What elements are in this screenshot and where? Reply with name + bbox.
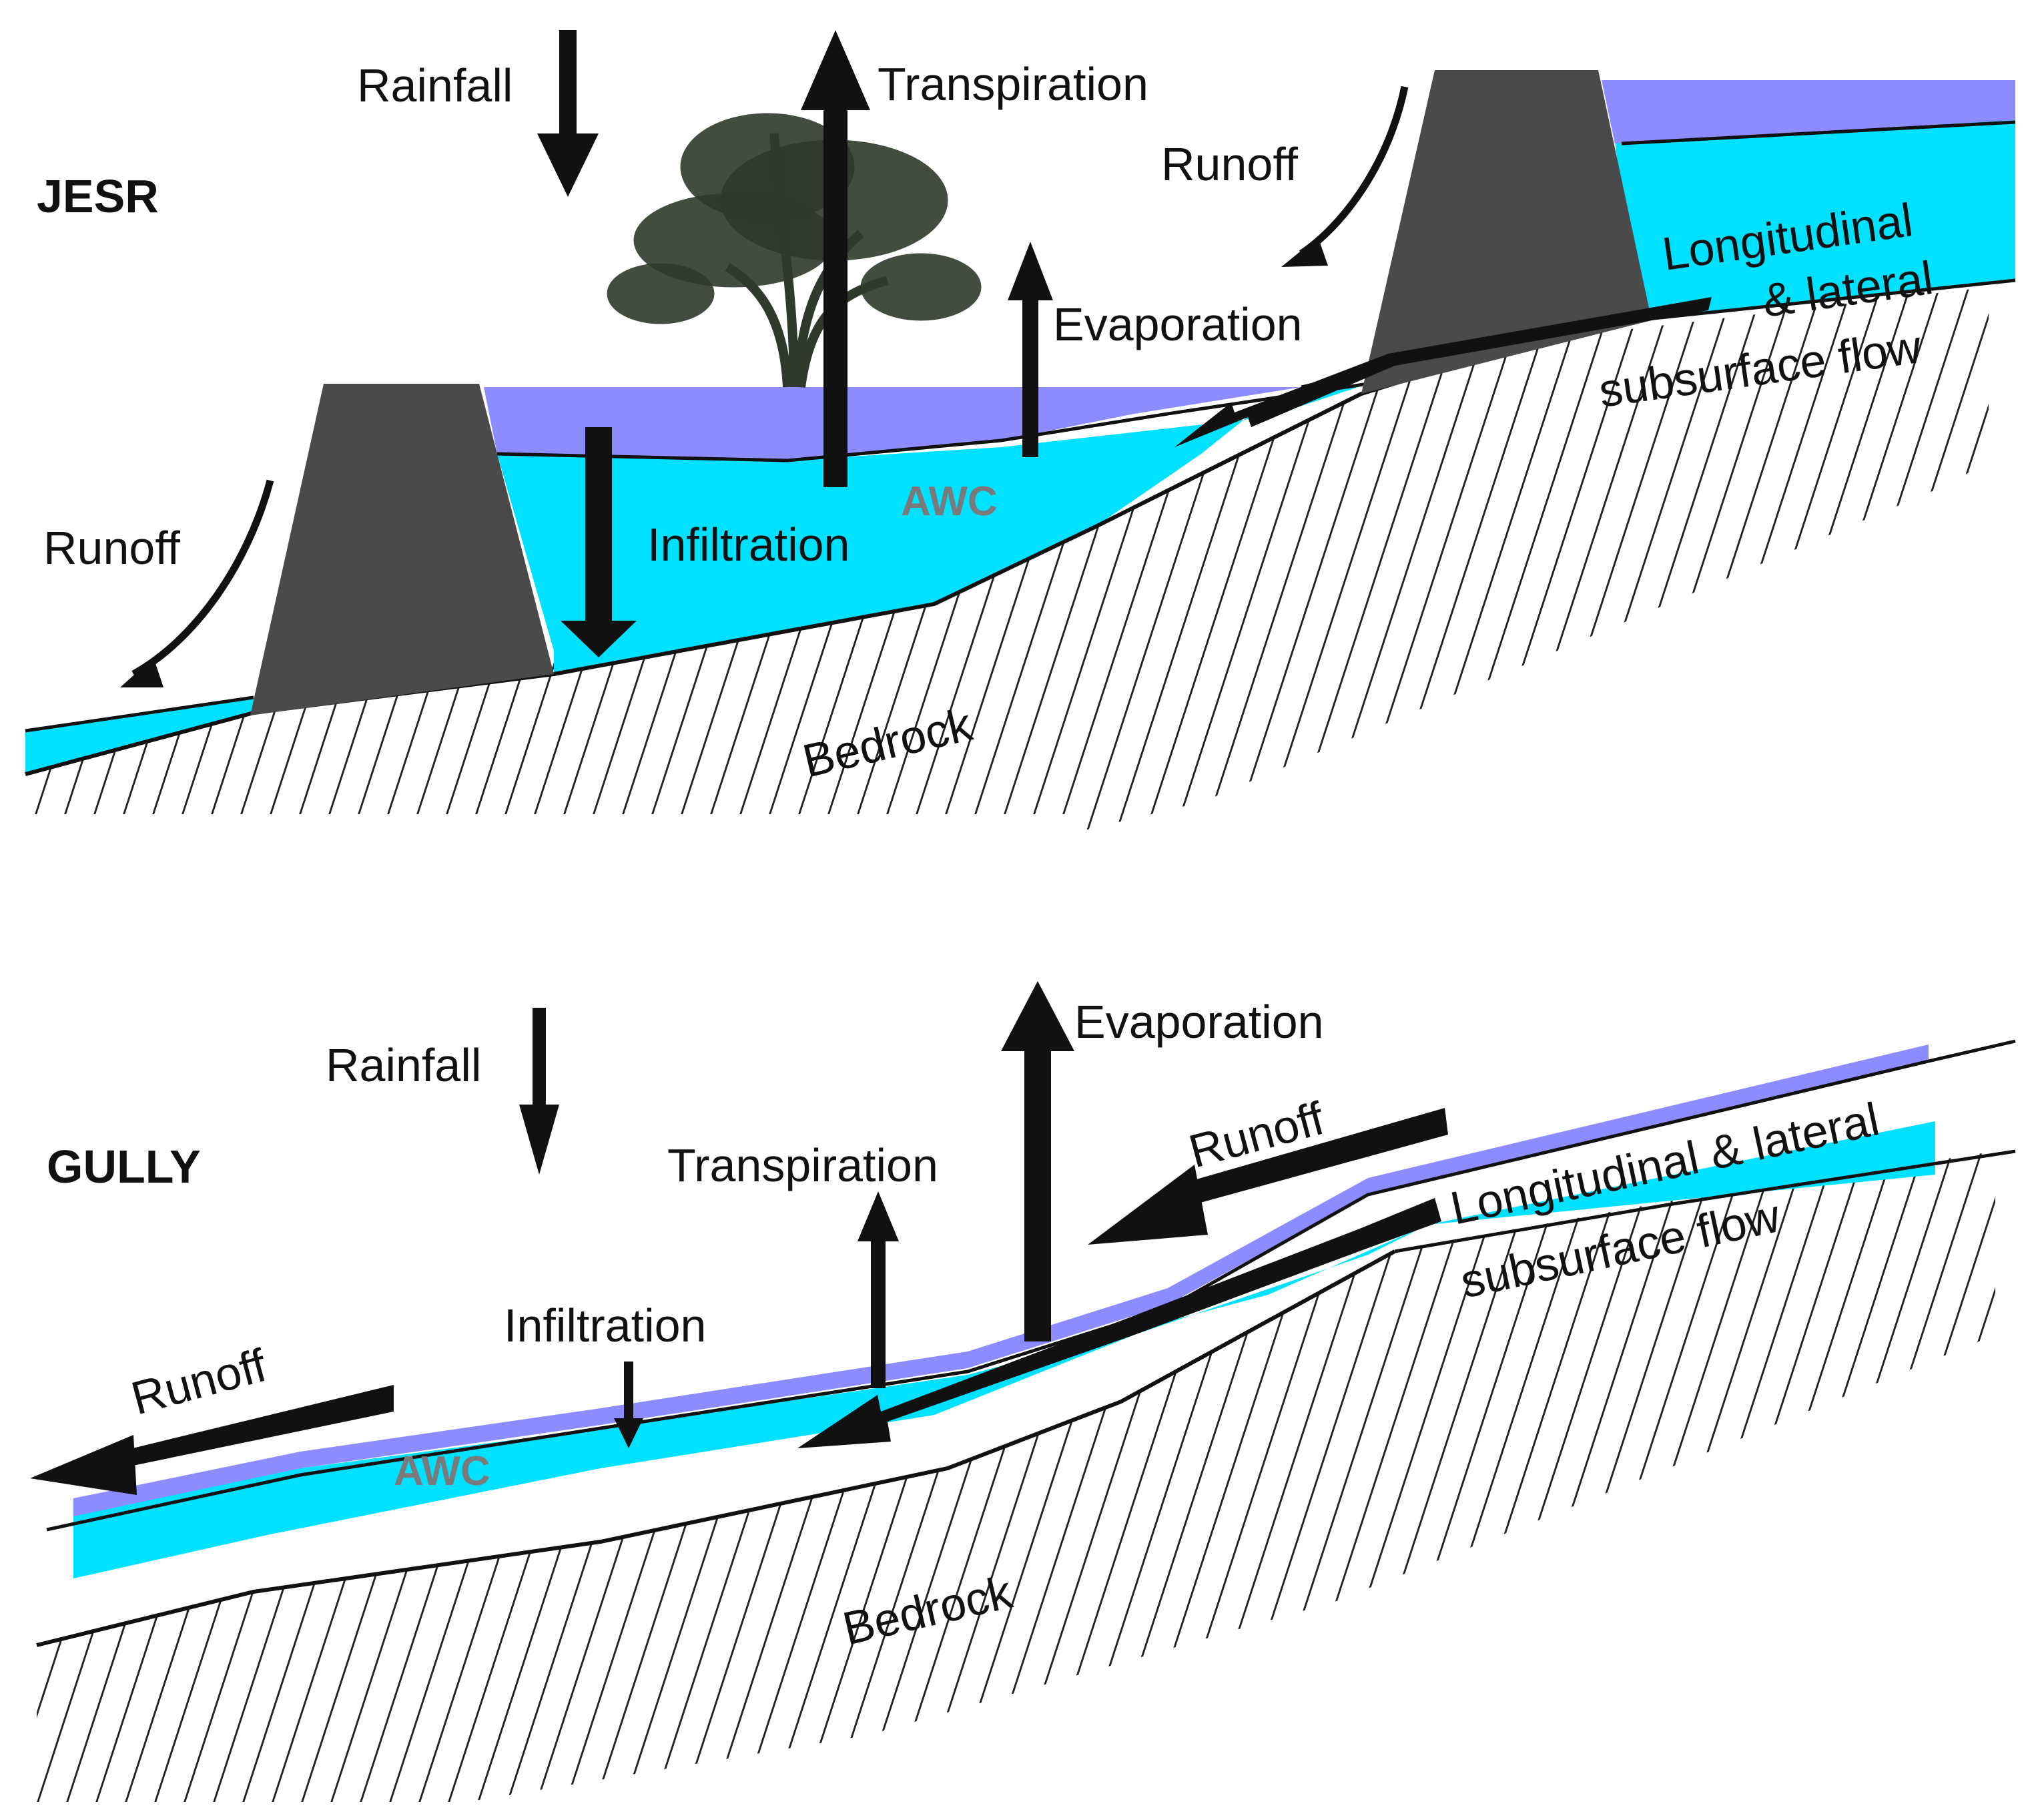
jesr-evaporation-label: Evaporation — [1053, 298, 1303, 350]
gully-soil-surface-line — [46, 1039, 2016, 1532]
jesr-basin-surface-water — [484, 387, 1301, 461]
gully-surface-water — [73, 1044, 1929, 1516]
jesr-subsurface-flow-arrow — [1174, 297, 1712, 447]
gully-runoff-right-arrow — [1088, 1108, 1448, 1245]
jesr-left-dam — [250, 384, 554, 715]
jesr-bedrock-hatch — [25, 287, 1989, 914]
jesr-upper-surface-water — [1602, 80, 2015, 143]
jesr-transpiration-arrow — [801, 30, 870, 487]
jesr-soil-surface-line — [25, 120, 2016, 733]
gully-panel-title: GULLY — [47, 1141, 201, 1193]
gully-transpiration-arrow — [858, 1191, 899, 1388]
jesr-upper-soil-water — [1615, 120, 2015, 320]
jesr-panel: JESR Rainfall Transpiration Evaporation … — [0, 30, 2016, 948]
gully-subsurface-flow-arrow — [797, 1198, 1441, 1448]
gully-bedrock-hatch — [37, 1151, 1995, 1802]
gully-bedrock-line — [36, 1249, 1396, 1647]
jesr-runoff-left-arrow — [131, 479, 274, 677]
jesr-awc-label: AWC — [901, 479, 998, 525]
jesr-rainfall-arrow — [537, 30, 599, 197]
jesr-rainfall-label: Rainfall — [357, 59, 513, 111]
gully-panel: GULLY Rainfall Evaporation Transpiration… — [30, 981, 2044, 1808]
gully-infiltration-label: Infiltration — [504, 1299, 706, 1351]
jesr-infiltration-arrow — [561, 427, 637, 657]
jesr-infiltration-label: Infiltration — [647, 519, 849, 571]
gully-evaporation-arrow — [1001, 981, 1074, 1341]
gully-awc-label: AWC — [394, 1448, 490, 1494]
jesr-runoff-right-arrow — [1299, 85, 1409, 257]
jesr-right-dam — [1361, 70, 1652, 394]
gully-rainfall-arrow — [519, 1008, 559, 1175]
gully-evaporation-label: Evaporation — [1074, 996, 1324, 1048]
gully-runoff-left-label: Runoff — [126, 1339, 272, 1425]
olive-tree-icon — [607, 113, 982, 388]
gully-transpiration-label: Transpiration — [667, 1139, 938, 1191]
jesr-transpiration-label: Transpiration — [878, 58, 1148, 110]
gully-ground-line — [1394, 1149, 2016, 1253]
jesr-runoff-right-label: Runoff — [1161, 138, 1299, 190]
jesr-evaporation-arrow — [1008, 242, 1053, 457]
gully-infiltration-arrow — [614, 1362, 643, 1448]
jesr-panel-title: JESR — [37, 170, 159, 222]
jesr-left-soil-water — [25, 697, 254, 774]
jesr-basin-soil-water — [497, 384, 1368, 674]
gully-soil-water — [73, 1121, 1935, 1578]
gully-rainfall-label: Rainfall — [326, 1039, 481, 1091]
jesr-runoff-left-label: Runoff — [43, 522, 181, 574]
gully-runoff-left-arrow — [30, 1385, 394, 1495]
